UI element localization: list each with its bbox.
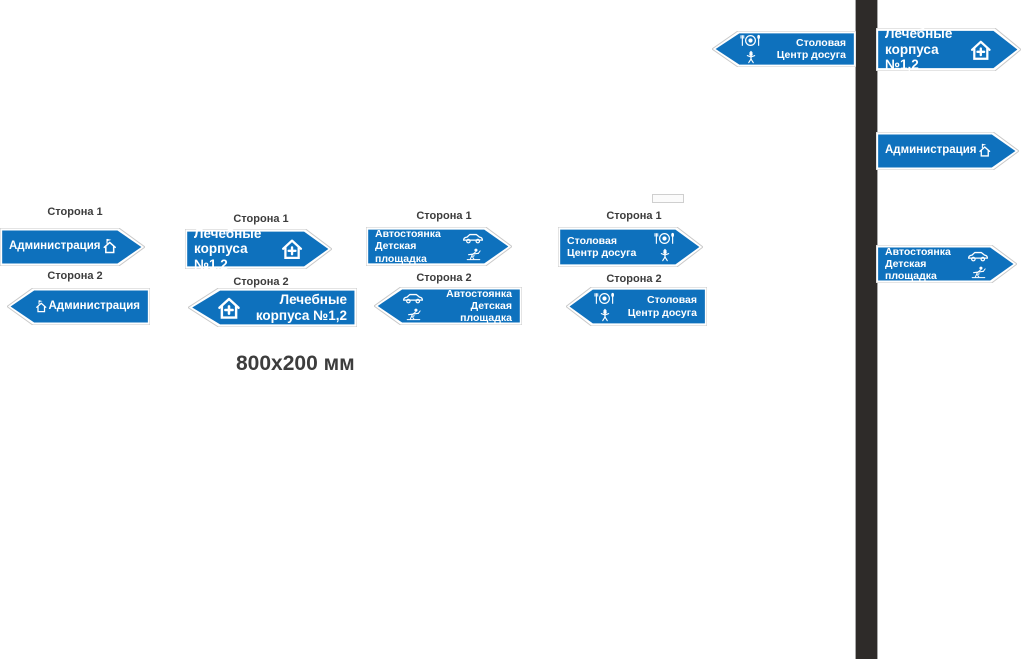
- house-flag-icon: [34, 294, 49, 320]
- house-plus-icon: [215, 294, 243, 322]
- playground-icon: [970, 265, 987, 279]
- leisure-icon: [598, 308, 612, 322]
- sign-text: Автостоянка: [446, 287, 512, 300]
- side1-label-medical: Сторона 1: [233, 213, 289, 225]
- side2-label-parking: Сторона 2: [416, 272, 472, 284]
- house-plus-icon: [279, 235, 305, 263]
- sign-text: Администрация: [48, 299, 141, 312]
- sign-parking-side2: Автостоянка Детская площадка: [374, 287, 522, 325]
- sign-text: Автостоянка: [885, 245, 951, 258]
- sign-text: корпуса №1,2: [194, 241, 248, 272]
- sign-text: Лечебные: [885, 26, 953, 42]
- car-icon: [966, 250, 990, 262]
- right-arrow-plate: [876, 132, 1019, 170]
- dining-icon: [593, 292, 616, 305]
- sign-text: корпуса №1,2: [255, 307, 347, 323]
- side2-label-medical: Сторона 2: [233, 276, 289, 288]
- car-icon: [401, 292, 425, 304]
- sign-parking-side1: Автостоянка Детская площадка: [366, 227, 512, 266]
- dimension-label: 800x200 мм: [236, 352, 355, 375]
- side2-label-administration: Сторона 2: [47, 270, 103, 282]
- playground-icon: [465, 247, 482, 261]
- sign-medical-side1: Лечебные корпуса №1,2: [185, 225, 332, 272]
- mounting-bracket: [652, 194, 684, 203]
- right-arrow-plate: [876, 245, 1017, 283]
- house-flag-icon: [977, 138, 993, 164]
- sign-text: Администрация: [9, 240, 101, 253]
- sign-canteen-side1: Столовая Центр досуга: [558, 227, 703, 267]
- playground-icon: [405, 307, 422, 321]
- sign-text: Столовая: [567, 234, 617, 247]
- sign-text: Детская площадка: [885, 257, 937, 283]
- sign-pole: [855, 0, 878, 659]
- sign-text: Центр досуга: [627, 306, 697, 319]
- sign-text: Лечебные: [194, 225, 262, 241]
- left-arrow-plate: [7, 288, 150, 325]
- sign-text: Лечебные: [279, 291, 347, 307]
- sign-administration-side1: Администрация: [0, 228, 145, 266]
- side2-label-canteen: Сторона 2: [606, 273, 662, 285]
- side1-label-canteen: Сторона 1: [606, 210, 662, 222]
- sign-text: Центр досуга: [567, 247, 637, 259]
- sign-text: корпуса №1,2: [885, 41, 939, 73]
- dining-icon: [739, 34, 762, 47]
- sign-text: Столовая: [647, 294, 697, 307]
- sign-text: Автостоянка: [375, 228, 441, 241]
- sign-text: Администрация: [885, 144, 977, 157]
- sign-canteen-side2: Столовая Центр досуга: [566, 287, 707, 326]
- sign-text: Столовая: [796, 36, 846, 49]
- right-arrow-plate: [366, 227, 512, 266]
- sign-medical-side2: Лечебные корпуса №1,2: [188, 288, 357, 327]
- leisure-icon: [658, 248, 672, 262]
- sign-text: Центр досуга: [776, 49, 846, 61]
- pole-sign-parking-right: Автостоянка Детская площадка: [876, 245, 1017, 283]
- leisure-icon: [744, 50, 758, 64]
- right-arrow-plate: [0, 228, 145, 266]
- house-plus-icon: [968, 36, 994, 64]
- dining-icon: [653, 232, 676, 245]
- sign-administration-side2: Администрация: [7, 288, 150, 325]
- car-icon: [461, 232, 485, 244]
- pole-sign-canteen-left: Столовая Центр досуга: [712, 31, 856, 67]
- side1-label-administration: Сторона 1: [47, 206, 103, 218]
- side1-label-parking: Сторона 1: [416, 210, 472, 222]
- pole-sign-administration-right: Администрация: [876, 132, 1019, 170]
- house-flag-icon: [101, 234, 119, 260]
- sign-text: Детская площадка: [375, 240, 427, 265]
- pole-sign-medical-right: Лечебные корпуса №1,2: [876, 26, 1021, 73]
- sign-text: Детская площадка: [460, 299, 512, 325]
